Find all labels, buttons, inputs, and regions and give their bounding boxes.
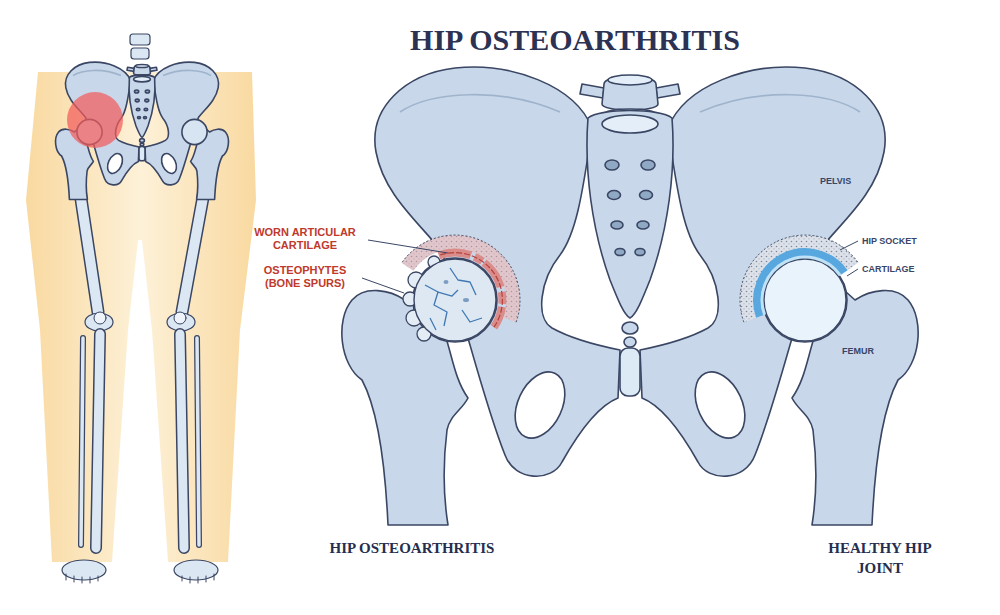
part-label: CARTILAGE xyxy=(862,264,962,275)
callout-label: OSTEOPHYTES (BONE SPURS) xyxy=(245,264,365,290)
section-caption: HIP OSTEOARTHRITIS xyxy=(327,538,497,558)
part-label: HIP SOCKET xyxy=(862,236,962,247)
part-label: FEMUR xyxy=(842,346,902,357)
pelvis-illustration xyxy=(342,67,918,525)
callout-label: WORN ARTICULAR CARTILAGE xyxy=(245,226,365,252)
body-figure xyxy=(26,34,256,583)
section-caption: HEALTHY HIP JOINT xyxy=(805,538,955,579)
diagram-title: HIP OSTEOARTHRITIS xyxy=(340,22,810,58)
part-label: PELVIS xyxy=(820,176,880,187)
